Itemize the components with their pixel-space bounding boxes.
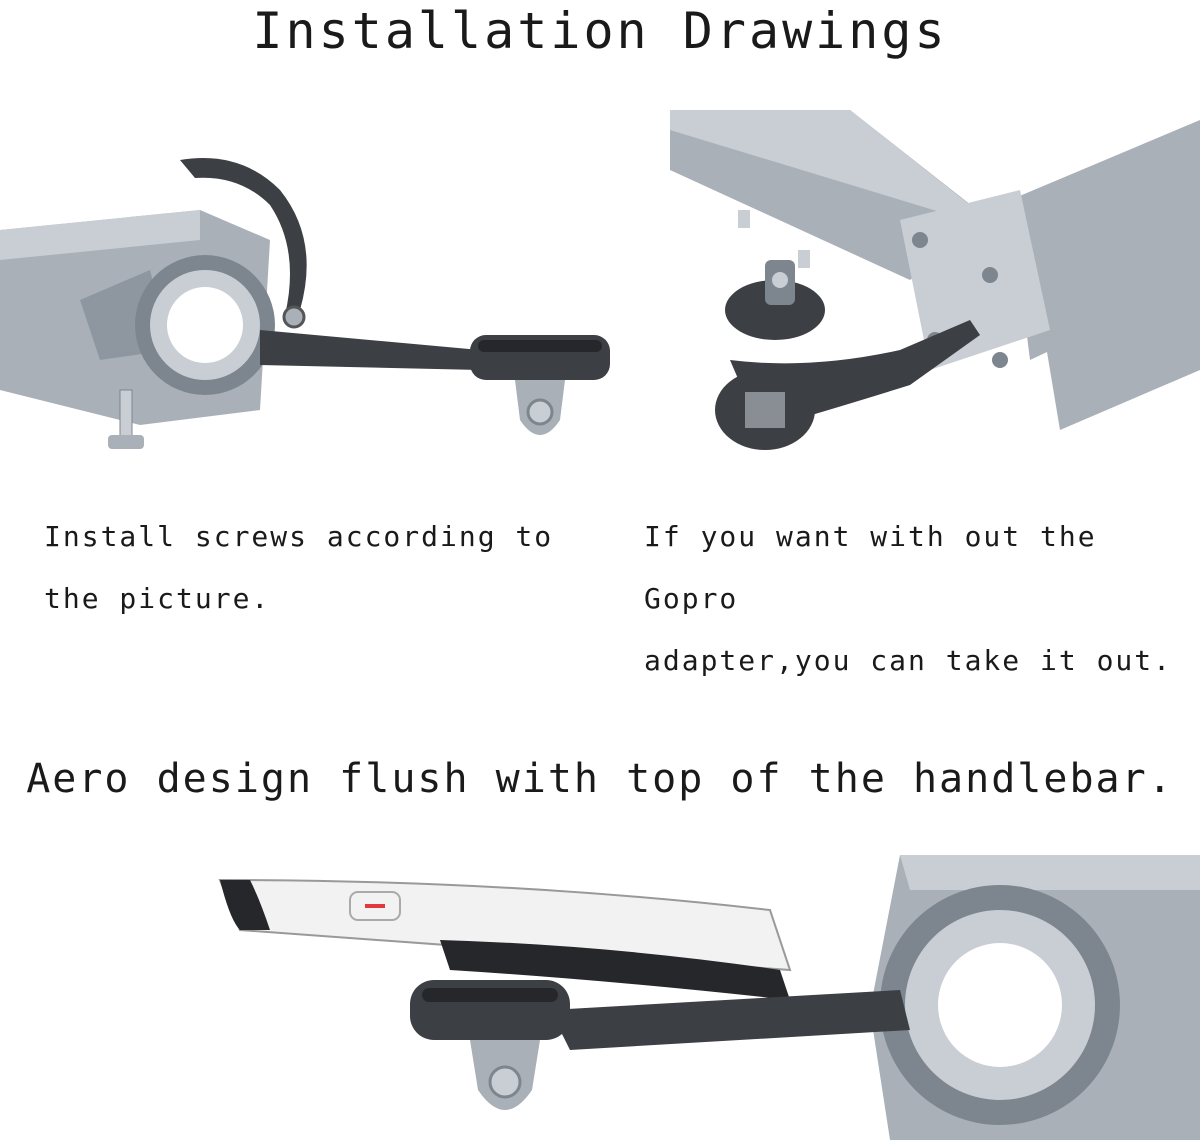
caption-install-screws: Install screws according to the picture.: [44, 506, 604, 630]
caption-left-line2: the picture.: [44, 582, 271, 615]
caption-left-line1: Install screws according to: [44, 520, 554, 553]
drawing-handlebar-gopro-adapter: [670, 110, 1200, 450]
page-title: Installation Drawings: [252, 2, 948, 60]
caption-right-line1: If you want with out the Gopro: [644, 520, 1097, 615]
caption-gopro-adapter: If you want with out the Gopro adapter,y…: [644, 506, 1200, 692]
drawing-aero-mount-with-computer: [218, 855, 1200, 1140]
subtitle-aero-design: Aero design flush with top of the handle…: [26, 756, 1174, 802]
caption-right-line2: adapter,you can take it out.: [644, 644, 1173, 677]
drawing-stem-clamp-with-screw: [0, 158, 610, 449]
